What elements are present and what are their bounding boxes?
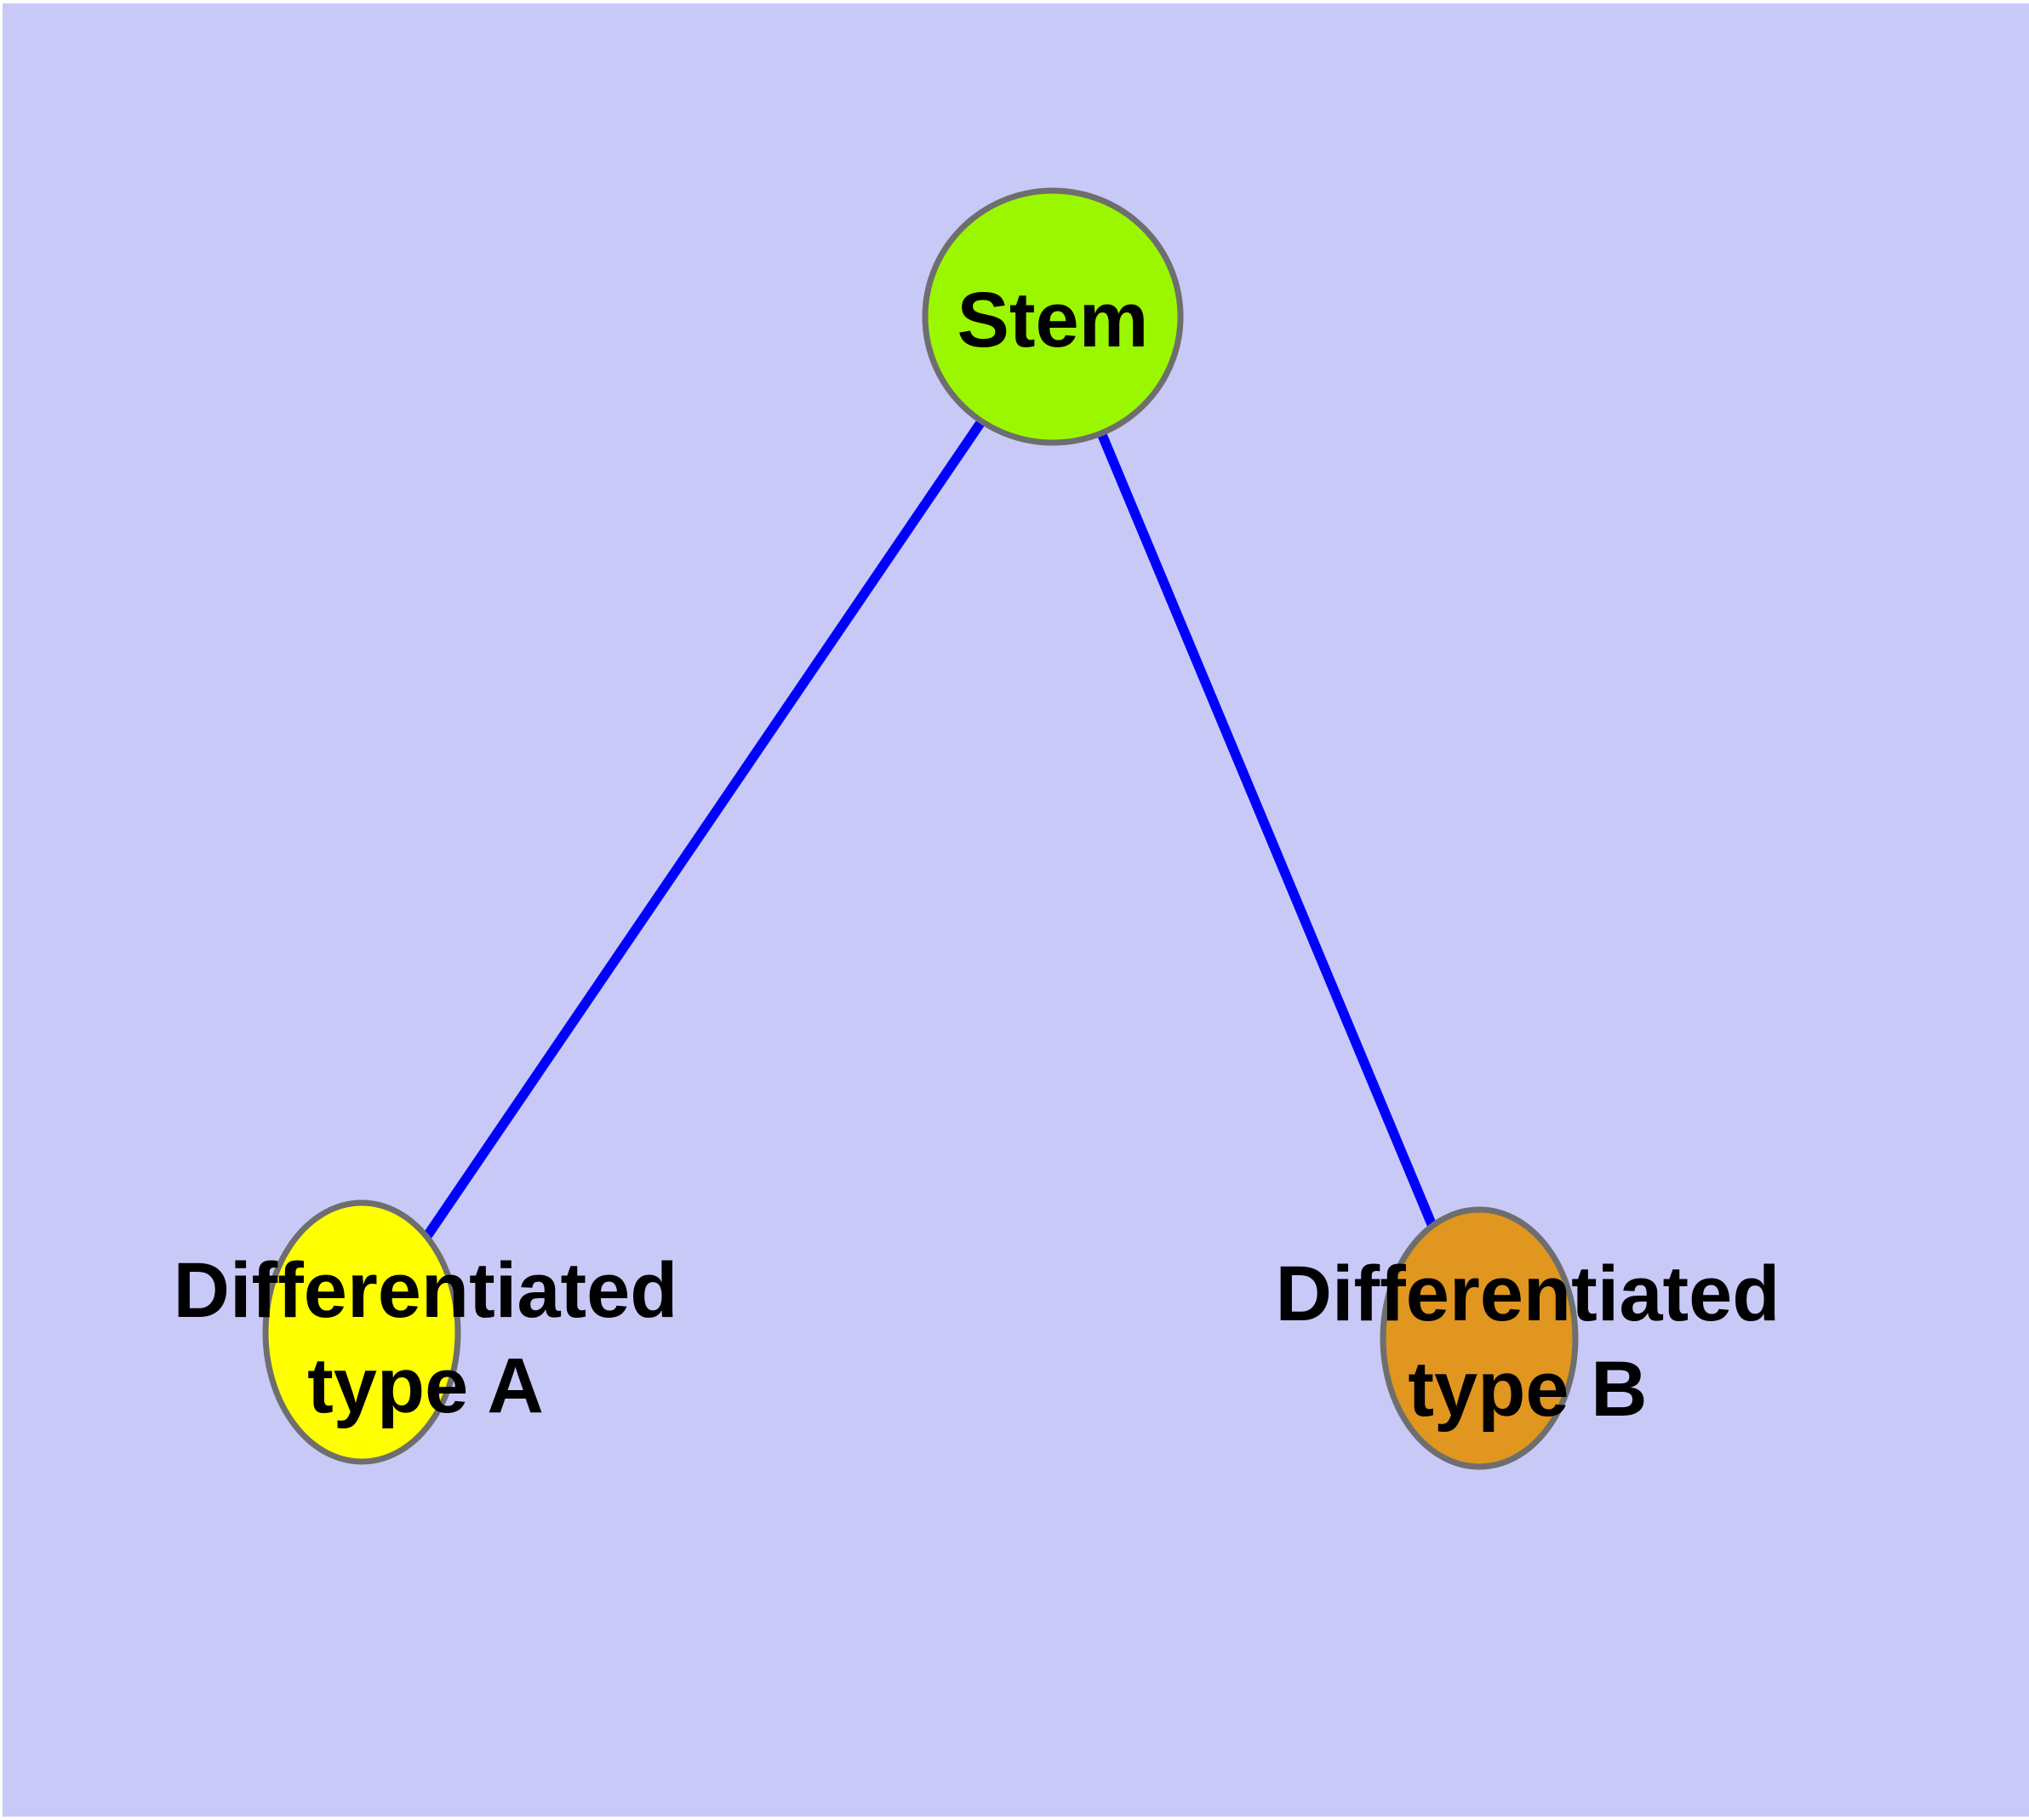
node-type-b-label-line2: type B	[1408, 1346, 1647, 1433]
node-differentiated-type-b	[1380, 1206, 1579, 1470]
edge-stem-to-type-a	[357, 313, 1057, 1336]
node-type-b-label-line1: Differentiated	[1276, 1251, 1780, 1337]
edge-stem-to-type-b	[1048, 314, 1484, 1341]
node-type-a-label-line1: Differentiated	[174, 1247, 678, 1334]
node-stem-label: Stem	[957, 277, 1149, 363]
node-type-a-label-line2: type A	[307, 1342, 544, 1429]
node-differentiated-type-a	[262, 1199, 461, 1465]
node-stem	[922, 187, 1184, 446]
